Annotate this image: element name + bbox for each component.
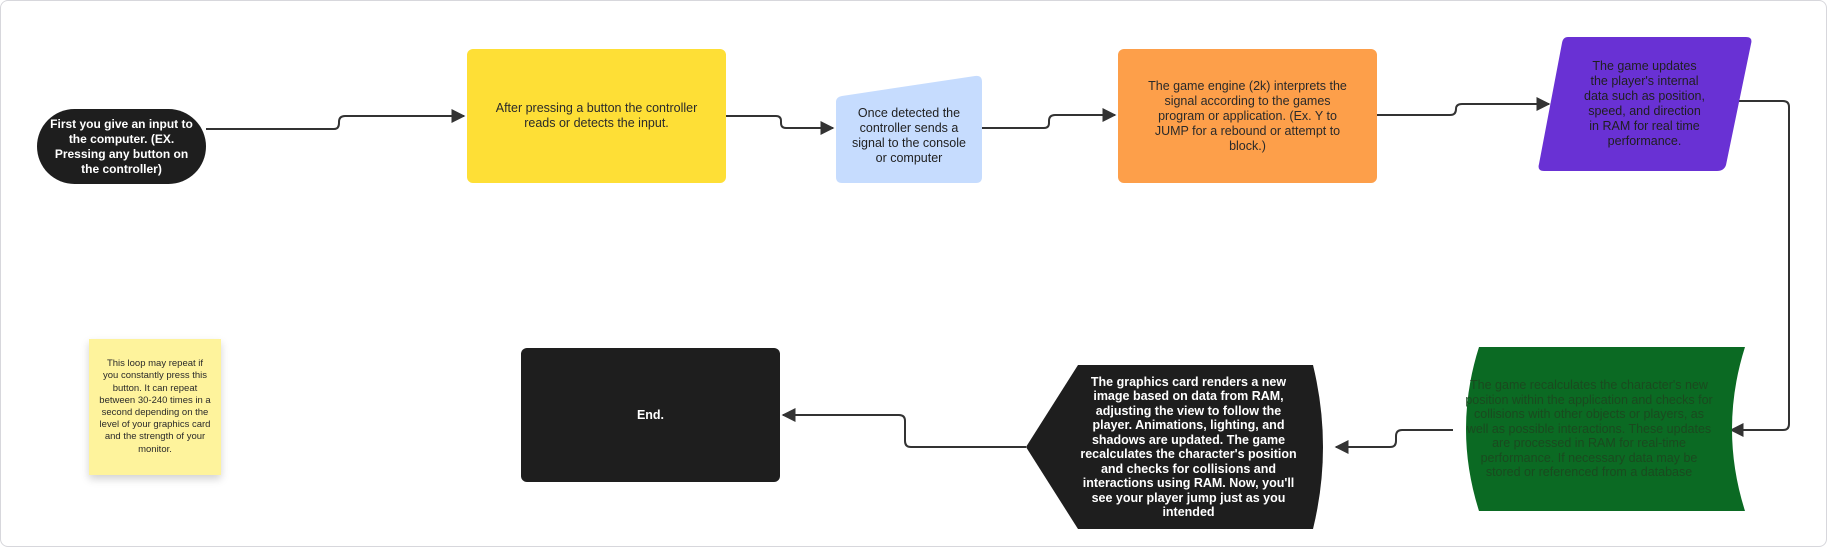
stored-data-shape[interactable] <box>1466 347 1745 511</box>
process-controller-reads[interactable]: After pressing a button the controller r… <box>467 49 726 183</box>
manual-input-shape[interactable] <box>836 75 982 183</box>
display-graphics-render-text: The graphics card renders a new image ba… <box>1080 374 1297 520</box>
process-controller-reads-text: After pressing a button the controller r… <box>495 101 698 130</box>
display-graphics-render[interactable]: The graphics card renders a new image ba… <box>1026 365 1333 529</box>
display-shape[interactable] <box>1026 365 1323 529</box>
connector-graphics-to-end[interactable] <box>781 408 1026 448</box>
data-updates-ram-text: The game updates the player's internal d… <box>1584 59 1705 148</box>
manual-input-signal-sent[interactable]: Once detected the controller sends a sig… <box>836 75 982 183</box>
connector-updates-to-recalculates[interactable] <box>1729 100 1790 437</box>
process-engine-interprets-text: The game engine (2k) interprets the sign… <box>1148 78 1347 153</box>
start-terminal[interactable]: First you give an input to the computer.… <box>37 109 206 184</box>
data-updates-ram[interactable]: The game updates the player's internal d… <box>1538 37 1751 171</box>
sticky-note-text: This loop may repeat if you constantly p… <box>99 358 211 455</box>
stored-data-recalculates[interactable]: The game recalculates the character's ne… <box>1453 347 1745 511</box>
connector-signal-to-engine[interactable] <box>982 108 1117 129</box>
end-terminal-text: End. <box>636 408 665 422</box>
start-terminal-text: First you give an input to the computer.… <box>50 116 193 176</box>
end-terminal[interactable]: End. <box>521 348 780 482</box>
process-engine-interprets[interactable]: The game engine (2k) interprets the sign… <box>1118 49 1377 183</box>
stored-data-recalculates-text: The game recalculates the character's ne… <box>1465 378 1713 480</box>
connector-engine-to-updates[interactable] <box>1377 97 1551 116</box>
connector-controller-to-signal[interactable] <box>726 115 835 135</box>
manual-input-signal-sent-text: Once detected the controller sends a sig… <box>852 106 966 165</box>
connector-start-to-controller[interactable] <box>206 109 466 130</box>
parallelogram-shape[interactable] <box>1538 37 1752 171</box>
connector-recalculates-to-graphics[interactable] <box>1334 429 1453 454</box>
sticky-note[interactable]: This loop may repeat if you constantly p… <box>89 339 221 475</box>
